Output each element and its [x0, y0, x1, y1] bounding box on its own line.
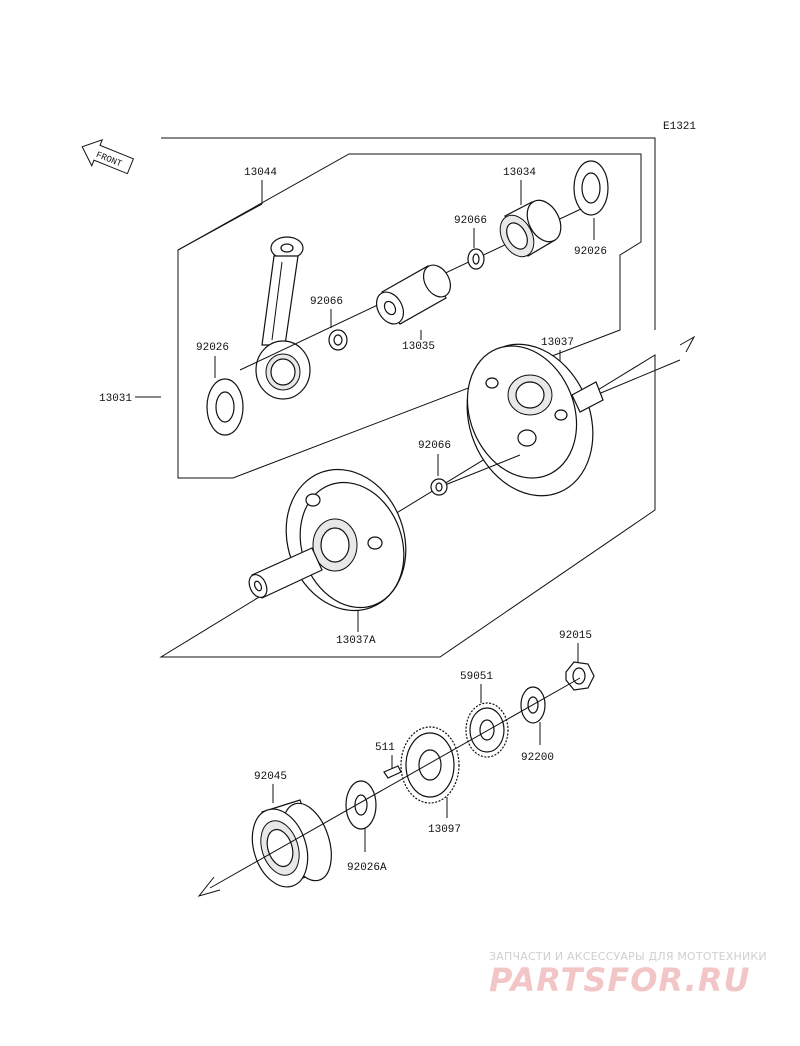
diagram-ref-code: E1321	[663, 121, 696, 133]
watermark-brand: PARTSFOR.RU	[489, 961, 751, 999]
part-label-13037A: 13037A	[336, 635, 376, 647]
part-label-92026A: 92026A	[347, 862, 387, 874]
needle-bearing-small-lower-part	[430, 478, 448, 496]
thrust-washer-left-part	[206, 378, 244, 436]
part-label-13044: 13044	[244, 167, 277, 179]
part-label-13034: 13034	[503, 167, 536, 179]
nut-part	[565, 661, 595, 691]
part-label-92066-upper: 92066	[454, 215, 487, 227]
big-end-needle-bearing-part	[499, 199, 562, 258]
balancer-drive-gear-part	[465, 702, 509, 758]
connecting-rod-part	[255, 236, 311, 400]
part-label-92045: 92045	[254, 771, 287, 783]
ball-bearing-part	[251, 799, 332, 888]
part-label-13097: 13097	[428, 824, 461, 836]
front-arrow-icon: FRONT	[81, 138, 135, 175]
thrust-washer-lower-part	[345, 780, 377, 830]
thrust-washer-right-part	[573, 160, 609, 216]
part-label-92026-right: 92026	[574, 246, 607, 258]
part-label-92200: 92200	[521, 752, 554, 764]
part-label-92066-lower: 92066	[418, 440, 451, 452]
part-label-92015: 92015	[559, 630, 592, 642]
part-label-59051: 59051	[460, 671, 493, 683]
needle-bearing-small-left-part	[328, 329, 348, 351]
part-label-92066-left: 92066	[310, 296, 343, 308]
part-label-511: 511	[375, 742, 395, 754]
connecting-rod-group-frame	[177, 153, 642, 479]
part-label-13035: 13035	[402, 341, 435, 353]
needle-bearing-small-upper-part	[467, 248, 485, 270]
woodruff-key-part	[383, 765, 402, 779]
crankpin-part	[375, 264, 452, 325]
watermark-subtitle: ЗАПЧАСТИ И АКСЕССУАРЫ ДЛЯ МОТОТЕХНИКИ	[489, 950, 767, 963]
left-crank-half-part	[248, 468, 407, 612]
part-label-92026-left: 92026	[196, 342, 229, 354]
right-crank-half-part	[466, 343, 604, 497]
part-label-13037: 13037	[541, 337, 574, 349]
part-label-13031: 13031	[99, 393, 132, 405]
primary-drive-gear-part	[400, 726, 460, 804]
